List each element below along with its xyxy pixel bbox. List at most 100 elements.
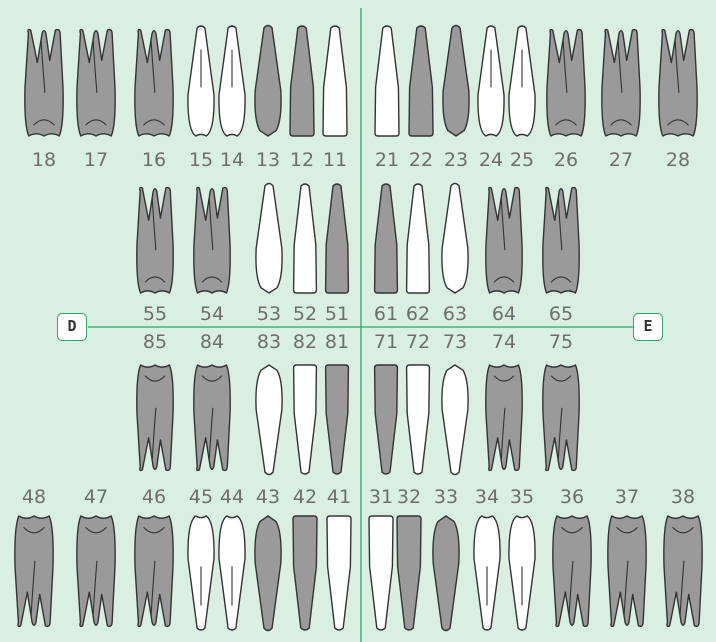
tooth-85 <box>137 365 173 470</box>
tooth-number-71: 71 <box>368 331 404 353</box>
tooth-21-shape <box>375 26 399 136</box>
tooth-53-shape <box>256 184 282 294</box>
tooth-number-61: 61 <box>368 303 404 325</box>
tooth-number-43: 43 <box>250 486 286 508</box>
tooth-73-shape <box>442 365 468 475</box>
tooth-number-26: 26 <box>548 149 584 171</box>
tooth-55 <box>137 188 173 293</box>
tooth-16 <box>135 30 173 136</box>
tooth-72-shape <box>407 365 430 474</box>
tooth-37 <box>608 516 646 626</box>
tooth-62 <box>407 184 430 293</box>
tooth-32 <box>397 516 421 630</box>
tooth-number-47: 47 <box>78 486 114 508</box>
tooth-number-16: 16 <box>136 149 172 171</box>
tooth-number-17: 17 <box>78 149 114 171</box>
tooth-number-53: 53 <box>251 303 287 325</box>
tooth-31-shape <box>369 516 393 630</box>
tooth-number-62: 62 <box>400 303 436 325</box>
tooth-51 <box>326 184 349 293</box>
tooth-41 <box>327 516 351 630</box>
tooth-number-52: 52 <box>287 303 323 325</box>
tooth-82-shape <box>294 365 317 474</box>
side-label-right: E <box>633 313 663 341</box>
tooth-number-27: 27 <box>603 149 639 171</box>
tooth-47 <box>77 516 115 626</box>
tooth-21 <box>375 26 399 136</box>
tooth-number-74: 74 <box>486 331 522 353</box>
tooth-number-75: 75 <box>543 331 579 353</box>
tooth-82 <box>294 365 317 474</box>
teeth-group <box>15 26 702 631</box>
tooth-28 <box>659 30 697 136</box>
tooth-number-42: 42 <box>287 486 323 508</box>
tooth-25 <box>509 26 535 136</box>
tooth-65 <box>543 188 579 293</box>
tooth-12-shape <box>290 26 314 136</box>
tooth-51-shape <box>326 184 349 293</box>
tooth-13 <box>255 26 281 137</box>
tooth-number-25: 25 <box>504 149 540 171</box>
tooth-number-14: 14 <box>214 149 250 171</box>
tooth-number-54: 54 <box>194 303 230 325</box>
tooth-number-55: 55 <box>137 303 173 325</box>
tooth-number-34: 34 <box>469 486 505 508</box>
tooth-61-shape <box>375 184 398 293</box>
tooth-63 <box>442 184 468 294</box>
tooth-number-48: 48 <box>16 486 52 508</box>
tooth-38 <box>664 516 702 626</box>
tooth-33 <box>433 516 459 631</box>
tooth-83 <box>256 365 282 475</box>
tooth-17 <box>77 30 115 136</box>
tooth-number-32: 32 <box>391 486 427 508</box>
tooth-number-44: 44 <box>214 486 250 508</box>
tooth-81-shape <box>326 365 349 474</box>
tooth-42 <box>293 516 317 630</box>
tooth-41-shape <box>327 516 351 630</box>
tooth-number-73: 73 <box>437 331 473 353</box>
tooth-number-51: 51 <box>319 303 355 325</box>
tooth-83-shape <box>256 365 282 475</box>
tooth-71-shape <box>375 365 398 474</box>
tooth-number-82: 82 <box>287 331 323 353</box>
tooth-number-28: 28 <box>660 149 696 171</box>
tooth-63-shape <box>442 184 468 294</box>
tooth-14 <box>219 26 245 136</box>
tooth-81 <box>326 365 349 474</box>
tooth-54 <box>194 188 230 293</box>
tooth-75 <box>543 365 579 470</box>
tooth-43 <box>255 516 281 631</box>
tooth-number-37: 37 <box>609 486 645 508</box>
tooth-number-11: 11 <box>317 149 353 171</box>
tooth-number-13: 13 <box>250 149 286 171</box>
tooth-23-shape <box>443 26 469 137</box>
tooth-34 <box>474 516 500 630</box>
tooth-number-12: 12 <box>284 149 320 171</box>
tooth-52-shape <box>294 184 317 293</box>
tooth-64 <box>486 188 522 293</box>
tooth-number-35: 35 <box>504 486 540 508</box>
tooth-43-shape <box>255 516 281 631</box>
tooth-number-65: 65 <box>543 303 579 325</box>
tooth-45 <box>188 516 214 630</box>
tooth-12 <box>290 26 314 136</box>
tooth-number-18: 18 <box>26 149 62 171</box>
tooth-71 <box>375 365 398 474</box>
tooth-number-83: 83 <box>251 331 287 353</box>
tooth-number-21: 21 <box>369 149 405 171</box>
tooth-number-64: 64 <box>486 303 522 325</box>
tooth-62-shape <box>407 184 430 293</box>
tooth-44 <box>219 516 245 630</box>
side-label-left: D <box>57 313 87 341</box>
tooth-18 <box>25 30 63 136</box>
tooth-31 <box>369 516 393 630</box>
tooth-61 <box>375 184 398 293</box>
tooth-number-85: 85 <box>137 331 173 353</box>
tooth-number-23: 23 <box>438 149 474 171</box>
tooth-42-shape <box>293 516 317 630</box>
tooth-72 <box>407 365 430 474</box>
tooth-22-shape <box>409 26 433 136</box>
tooth-number-84: 84 <box>194 331 230 353</box>
tooth-13-shape <box>255 26 281 137</box>
tooth-number-38: 38 <box>665 486 701 508</box>
